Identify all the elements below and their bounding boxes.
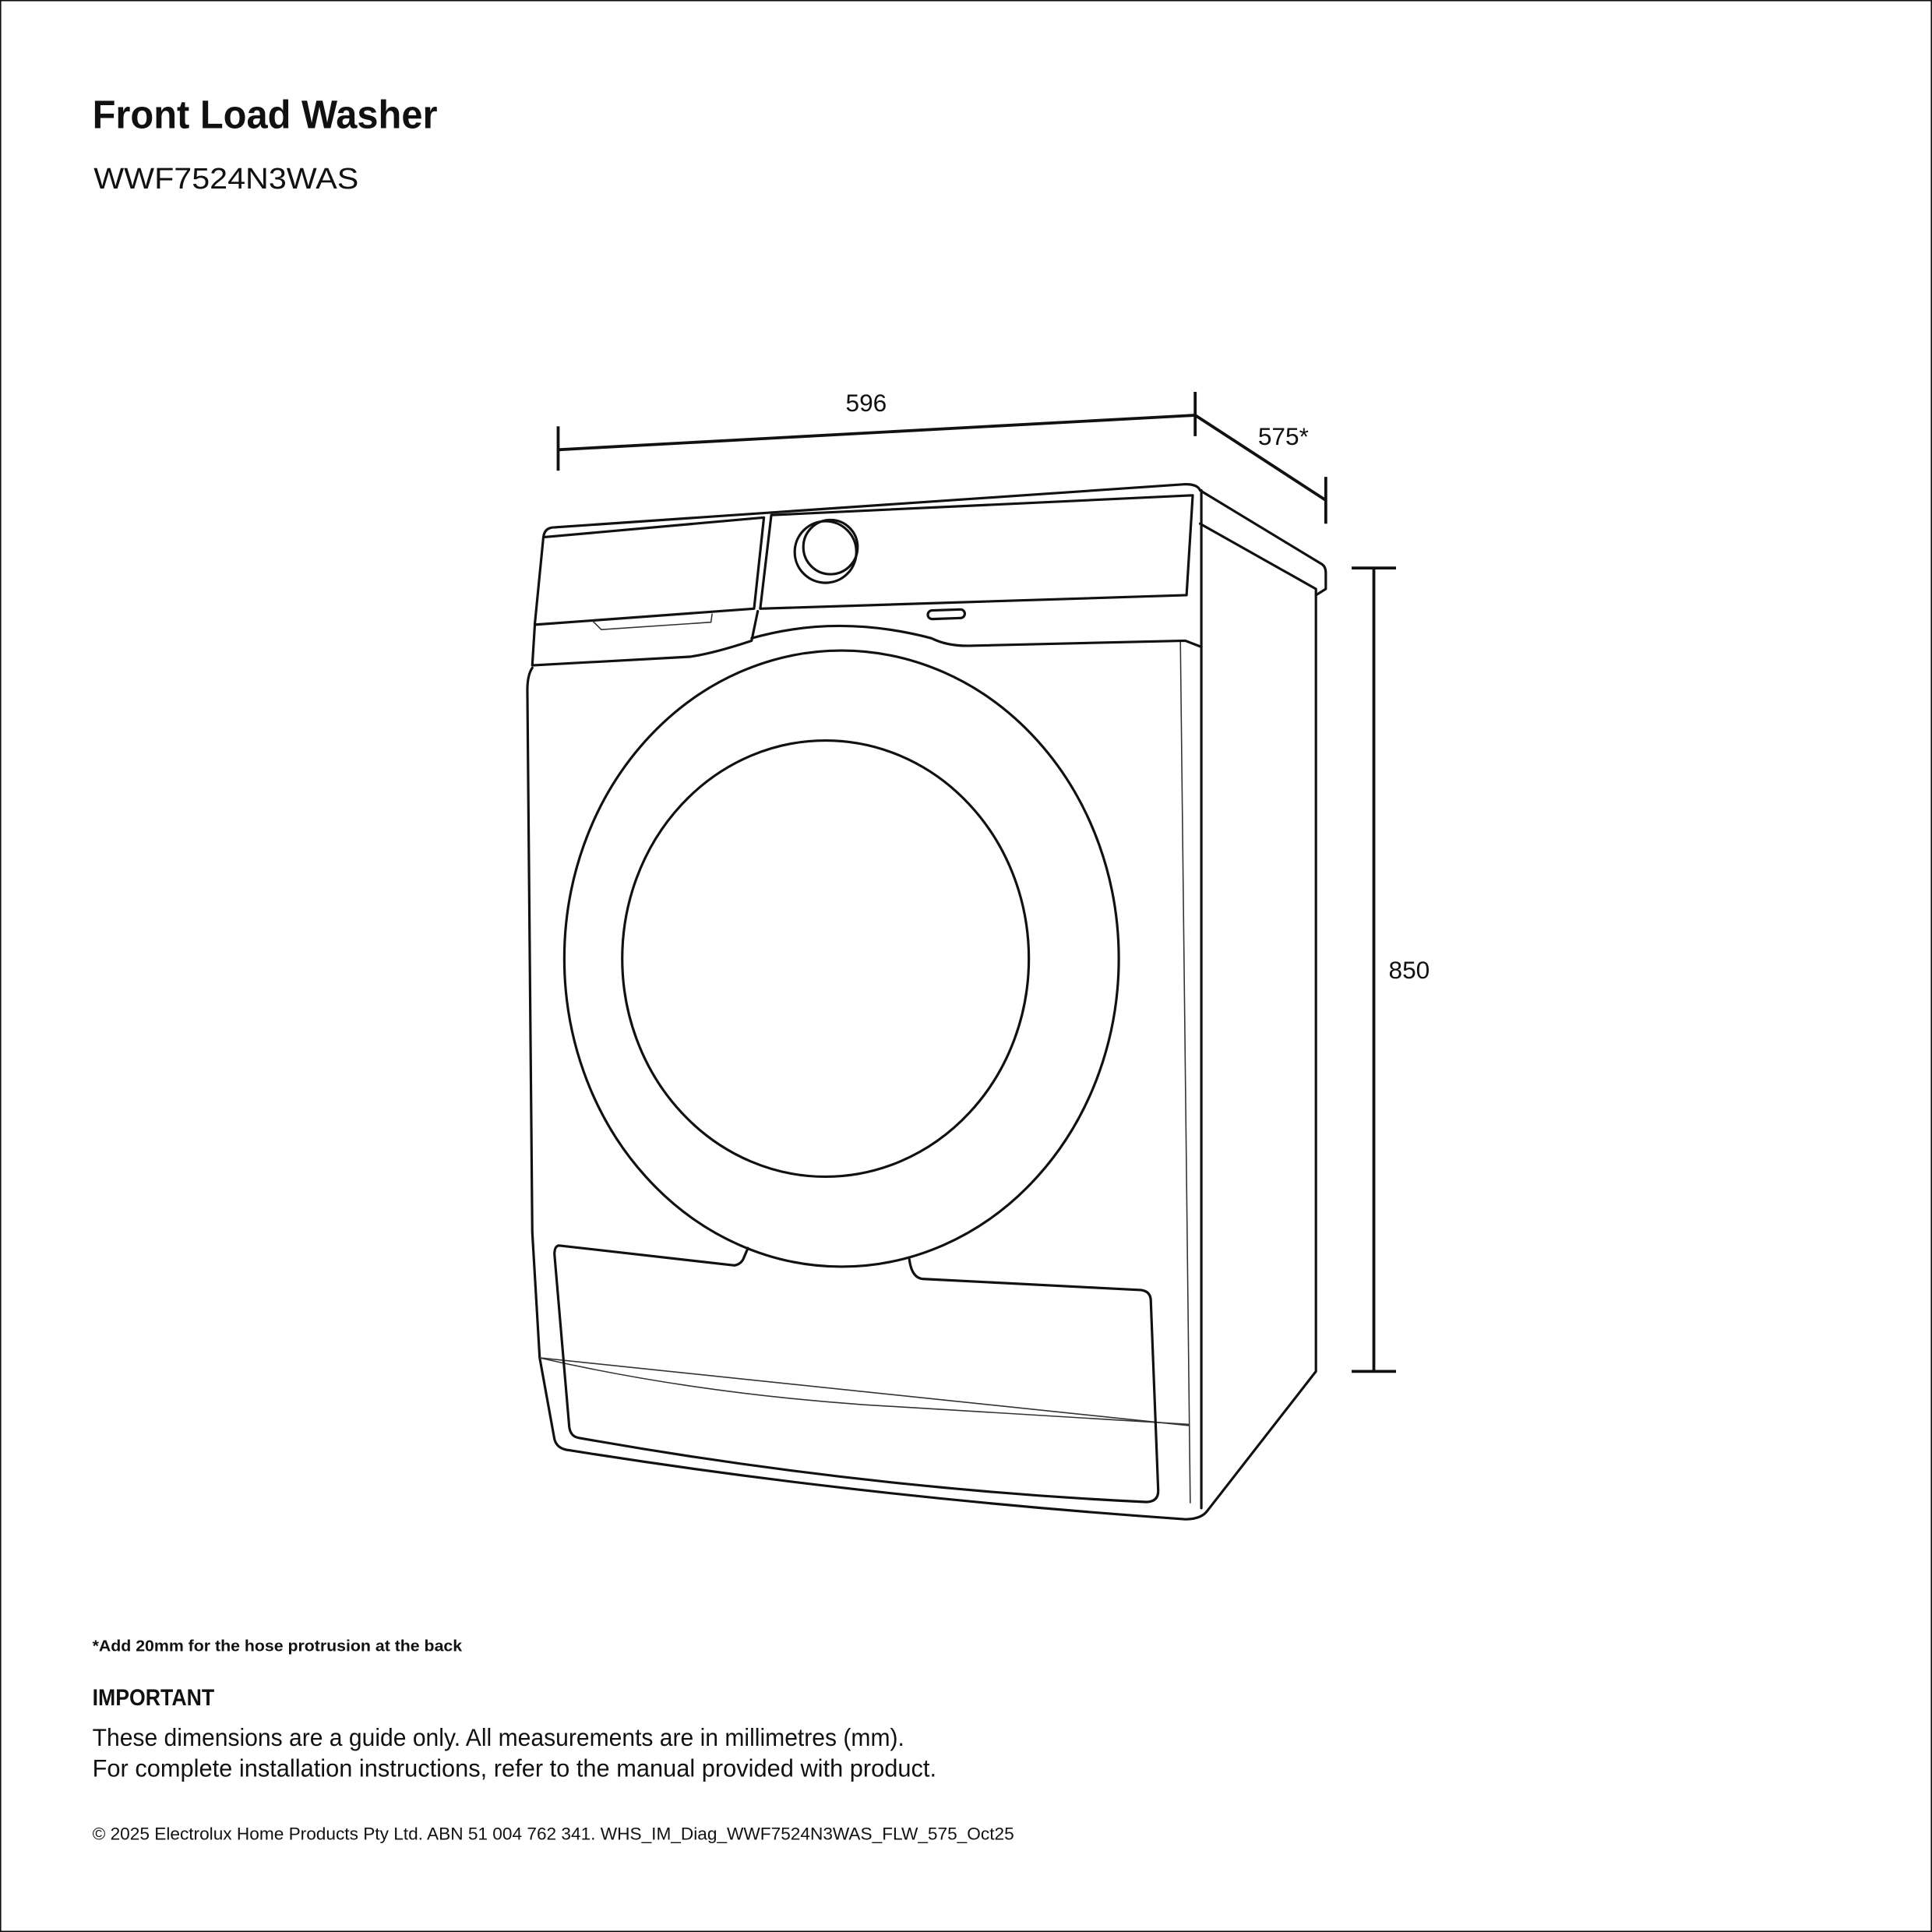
width-dimension: 596	[556, 389, 1197, 471]
door-glass	[621, 739, 1031, 1179]
page-title: Front Load Washer	[93, 92, 438, 136]
depth-dimension: 575*	[1194, 414, 1327, 524]
height-label: 850	[1389, 956, 1430, 984]
door-outer-ring	[562, 649, 1120, 1268]
copyright-footer: © 2025 Electrolux Home Products Pty Ltd.…	[93, 1824, 1014, 1843]
hose-footnote: *Add 20mm for the hose protrusion at the…	[93, 1637, 463, 1655]
depth-label: 575*	[1258, 422, 1309, 450]
display-indicator	[926, 608, 967, 621]
important-line-1: These dimensions are a guide only. All m…	[93, 1723, 904, 1751]
model-number: WWF7524N3WAS	[93, 163, 358, 196]
program-knob	[793, 518, 859, 584]
important-line-2: For complete installation instructions, …	[93, 1754, 936, 1782]
important-heading: IMPORTANT	[93, 1685, 215, 1711]
height-dimension: 850	[1352, 566, 1430, 1373]
width-label: 596	[846, 389, 887, 417]
washer-illustration	[526, 483, 1327, 1521]
